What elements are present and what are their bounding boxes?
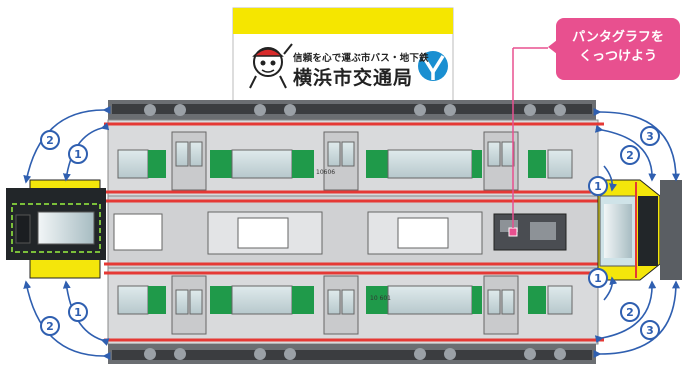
step-badge: 2 (40, 316, 60, 336)
upper-undercarriage (108, 100, 596, 120)
left-end-cap (6, 179, 106, 279)
svg-text:3: 3 (646, 324, 654, 337)
right-front-nose (597, 179, 682, 281)
svg-text:2: 2 (626, 306, 634, 319)
car-number-upper: 10606 (316, 169, 335, 176)
step-badge: 1 (68, 302, 88, 322)
svg-text:2: 2 (46, 320, 54, 333)
svg-text:3: 3 (646, 130, 654, 143)
step-badge: 2 (620, 302, 640, 322)
step-badge: 3 (640, 126, 660, 146)
step-badges: 2 1 2 1 3 2 1 3 2 1 (40, 126, 660, 340)
roof-panel (104, 47, 604, 269)
logo-tagline: 信頼を心で運ぶ市バス・地下鉄 (293, 53, 429, 64)
step-badge: 2 (40, 130, 60, 150)
svg-text:1: 1 (74, 148, 82, 161)
pantograph-icon (493, 213, 567, 251)
pantograph-callout: パンタグラフを くっつけよう (548, 18, 680, 80)
upper-side-panel (104, 119, 604, 197)
step-badge: 2 (620, 145, 640, 165)
svg-text:1: 1 (594, 180, 602, 193)
lower-undercarriage (108, 344, 596, 364)
car-number-lower: 10 601 (370, 295, 391, 302)
yokohama-emblem-icon (418, 51, 448, 81)
callout-line-1: パンタグラフを (572, 30, 664, 45)
logo-name: 横浜市交通局 (293, 67, 414, 89)
step-badge: 3 (640, 320, 660, 340)
fold-arrows-right (593, 107, 680, 359)
step-badge: 1 (588, 268, 608, 288)
svg-text:2: 2 (46, 134, 54, 147)
lower-side-panel (104, 267, 604, 345)
mascot-icon (249, 43, 293, 89)
svg-text:2: 2 (626, 149, 634, 162)
svg-text:1: 1 (74, 306, 82, 319)
svg-text:1: 1 (594, 272, 602, 285)
logo-panel (232, 7, 454, 105)
step-badge: 1 (588, 176, 608, 196)
callout-line-2: くっつけよう (578, 49, 657, 64)
step-badge: 1 (68, 144, 88, 164)
